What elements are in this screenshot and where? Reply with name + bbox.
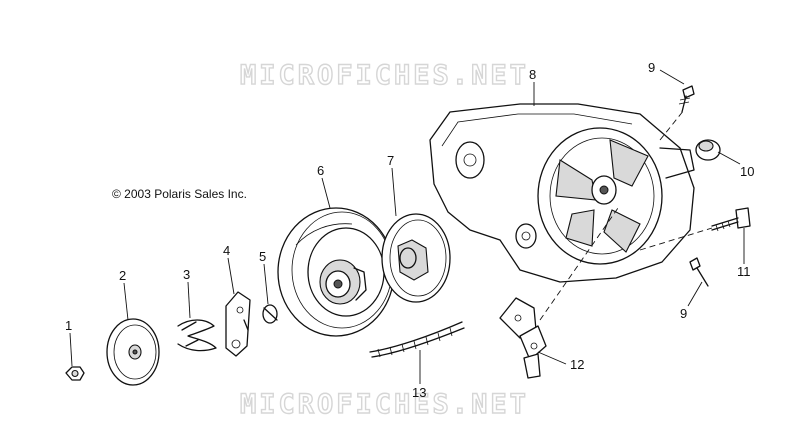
callout-2: 2 (119, 268, 126, 283)
callout-8: 8 (529, 67, 536, 82)
part-12-bracket (499, 297, 547, 379)
part-1-nut (65, 366, 85, 381)
watermark-top: MICROFICHES.NET (240, 60, 529, 91)
assembly-axis-line (539, 207, 619, 321)
callout-1: 1 (65, 318, 72, 333)
callout-12: 12 (570, 357, 584, 372)
callout-3: 3 (183, 267, 190, 282)
callout-7: 7 (387, 153, 394, 168)
leader-lines (69, 69, 745, 384)
callout-9-bottom: 9 (680, 306, 687, 321)
part-7-spring-housing (381, 213, 451, 303)
part-11-bolt (711, 207, 751, 232)
part-4-pawl (225, 291, 251, 357)
copyright-text: © 2003 Polaris Sales Inc. (112, 187, 247, 201)
callout-9-top: 9 (648, 60, 655, 75)
bolt-axis-line (639, 227, 713, 251)
callout-5: 5 (259, 249, 266, 264)
part-5-spring-ring (262, 304, 278, 324)
part-10-bushing (695, 139, 721, 161)
callout-6: 6 (317, 163, 324, 178)
watermark-bottom: MICROFICHES.NET (240, 389, 529, 420)
callout-13: 13 (412, 385, 426, 400)
part-13-rope (369, 321, 465, 358)
part-6-pulley (277, 207, 395, 337)
part-8-starter-housing (429, 103, 695, 283)
pin-axis-line (659, 109, 685, 141)
part-9-pin-top (678, 85, 695, 113)
callout-11: 11 (737, 264, 751, 279)
part-9-pin-bottom (689, 257, 709, 287)
callout-10: 10 (740, 164, 754, 179)
callout-4: 4 (223, 243, 230, 258)
part-2-cover-plate (106, 318, 160, 386)
part-3-clip-spring (177, 319, 217, 352)
